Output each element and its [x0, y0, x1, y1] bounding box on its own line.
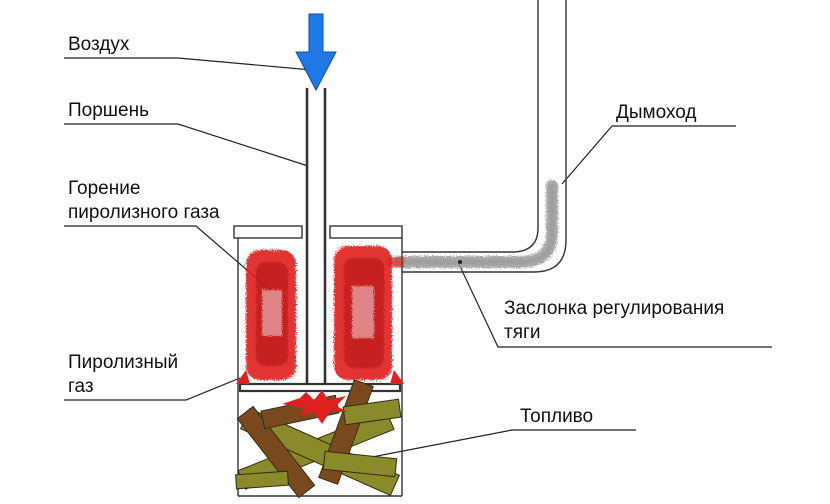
label-air: Воздух — [68, 34, 130, 55]
air-arrow-shape — [295, 13, 337, 92]
log-4 — [236, 405, 316, 499]
piston-rod — [307, 88, 325, 388]
leader-pyrolysis-gas — [64, 377, 241, 401]
label-chimney: Дымоход — [616, 102, 697, 123]
damper-point — [458, 260, 462, 264]
gas-arrow-left — [236, 370, 250, 384]
gas-arrows — [236, 370, 404, 384]
leader-fuel — [345, 429, 636, 463]
chimney-pipe-inner — [402, 0, 567, 273]
leader-damper — [457, 261, 772, 348]
down-arrow-icon — [295, 13, 337, 92]
furnace-body — [237, 238, 403, 497]
label-pyrolysis-gas-line1: Пиролизный — [68, 352, 179, 373]
flame-gap-left — [262, 290, 282, 336]
piston-plate — [238, 382, 402, 393]
flame-icon — [282, 390, 348, 424]
chimney-pipe — [402, 0, 567, 273]
label-combustion-line1: Горение — [68, 178, 141, 199]
flame-gap-right — [352, 286, 374, 338]
smoke-stream — [392, 180, 558, 268]
smoke-stream-core — [395, 183, 555, 265]
fuel-wood — [235, 379, 402, 499]
label-damper-line1: Заслонка регулирования — [504, 298, 725, 319]
leader-piston — [64, 123, 309, 167]
smoke — [392, 180, 558, 268]
label-combustion-line2: пиролизного газа — [68, 202, 220, 223]
label-pyrolysis-gas-line2: газ — [68, 376, 94, 397]
label-fuel: Топливо — [520, 406, 594, 427]
label-piston: Поршень — [68, 100, 149, 121]
log-8 — [235, 470, 289, 490]
chimney-pipe-outer — [402, 0, 539, 253]
lid-right — [329, 225, 403, 239]
label-damper-line2: тяги — [504, 322, 541, 343]
log-7 — [322, 450, 398, 478]
combustion-zone — [246, 246, 404, 380]
leader-air — [64, 57, 313, 71]
piston — [238, 88, 402, 393]
lid-left — [233, 225, 303, 239]
leader-chimney — [561, 125, 736, 185]
gas-arrow-right — [390, 370, 404, 384]
log-5 — [342, 398, 402, 426]
leader-lines — [64, 57, 772, 463]
